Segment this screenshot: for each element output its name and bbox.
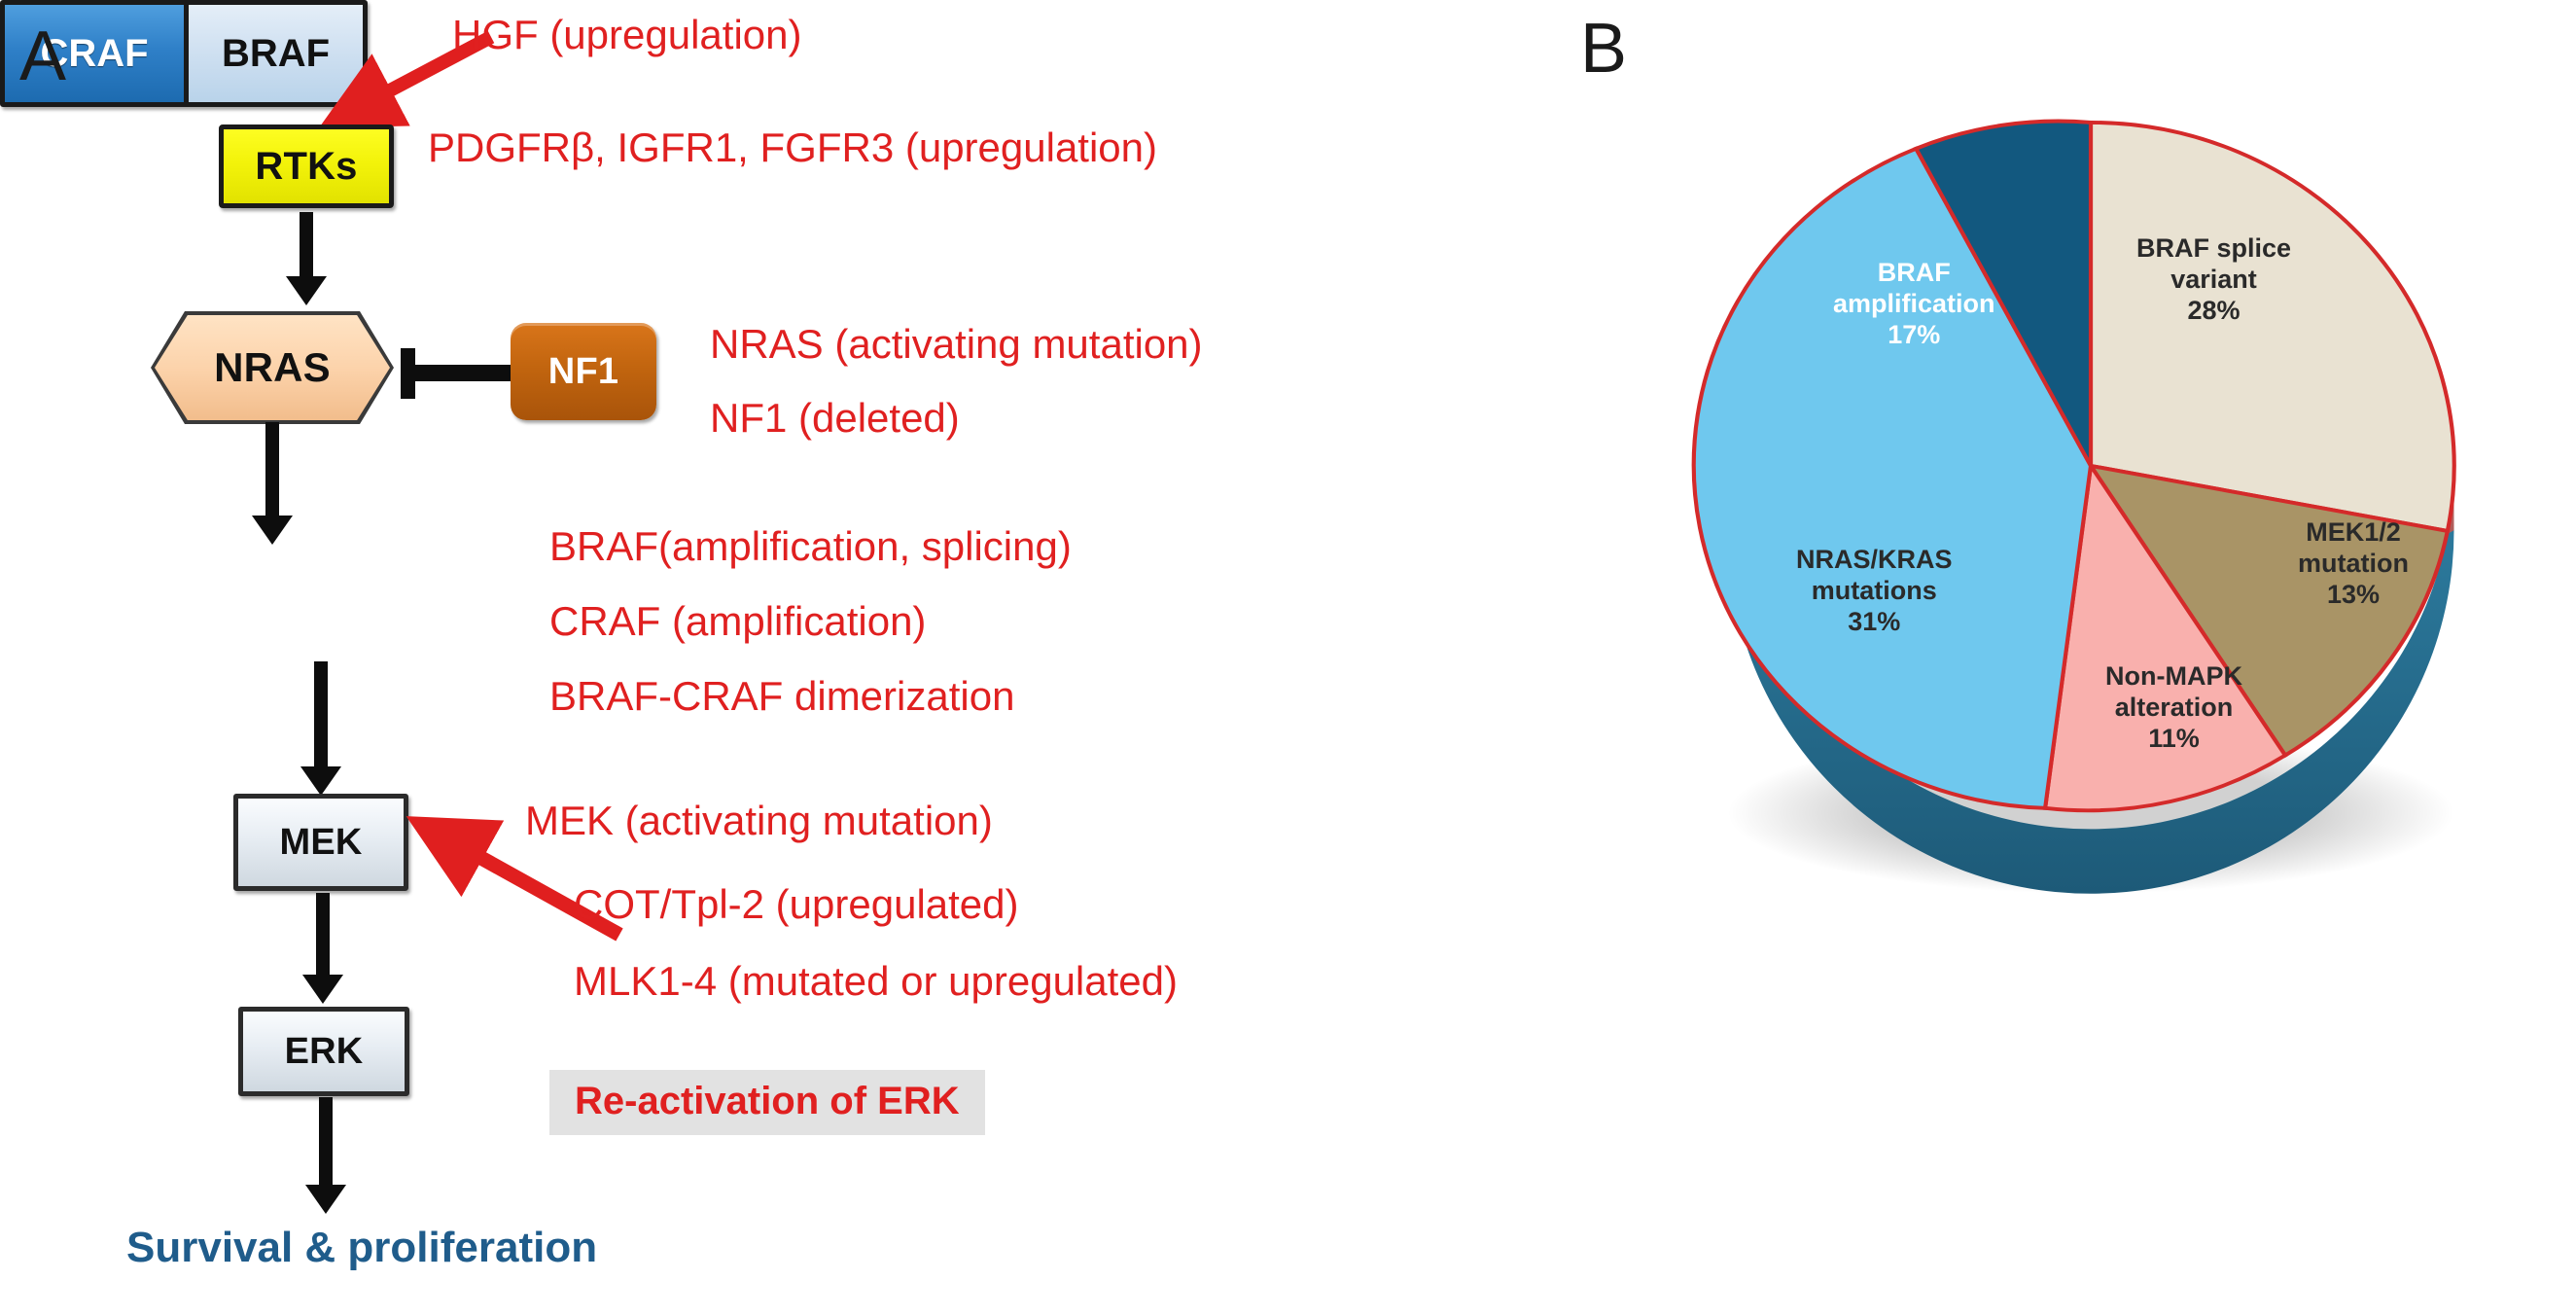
pie-label-line1: MEK1/2 bbox=[2306, 517, 2401, 547]
mek-red-arrow bbox=[406, 816, 623, 942]
pie-label-braf-splice-variant: BRAF splice variant 28% bbox=[2136, 233, 2291, 327]
pie-top-face bbox=[1691, 119, 2456, 813]
annotation-nras-mutation: NRAS (activating mutation) bbox=[710, 321, 1203, 367]
annotation-braf-craf-dimerization: BRAF-CRAF dimerization bbox=[549, 673, 1015, 719]
pie-label-line2: variant bbox=[2170, 264, 2257, 294]
annotation-rtk-genes: PDGFRβ, IGFR1, FGFR3 (upregulation) bbox=[428, 124, 1158, 170]
hgf-red-arrow bbox=[318, 30, 495, 128]
node-rtks[interactable]: RTKs bbox=[219, 124, 394, 208]
panel-b-letter: B bbox=[1580, 10, 1628, 88]
pie-label-mek12-mutation: MEK1/2 mutation 13% bbox=[2298, 517, 2409, 611]
arrow-erk-to-survival bbox=[280, 1097, 371, 1224]
pie-label-line2: mutations bbox=[1811, 575, 1937, 605]
pie-label-line2: alteration bbox=[2114, 692, 2234, 722]
node-erk[interactable]: ERK bbox=[238, 1007, 409, 1096]
pie-label-line2: amplification bbox=[1833, 288, 1995, 318]
pie-chart: BRAF splice variant 28% MEK1/2 mutation … bbox=[1687, 58, 2494, 934]
node-craf-braf[interactable]: CRAF BRAF bbox=[0, 0, 368, 107]
pie-label-line1: BRAF splice bbox=[2136, 233, 2292, 263]
node-craf-label: CRAF bbox=[5, 5, 189, 102]
pie-slice-braf-amplification[interactable] bbox=[1913, 119, 2094, 467]
annotation-braf-amplification: BRAF(amplification, splicing) bbox=[549, 523, 1072, 569]
pie-label-braf-amplification: BRAF amplification 17% bbox=[1833, 258, 1995, 351]
pie-label-pct: 28% bbox=[2187, 295, 2241, 325]
pie-side-left bbox=[1727, 465, 2454, 894]
annotation-nf1-deleted: NF1 (deleted) bbox=[710, 395, 960, 441]
pie-label-line1: Non-MAPK bbox=[2105, 661, 2242, 691]
pie-label-line1: NRAS/KRAS bbox=[1796, 545, 1953, 574]
inhibition-connector-nf1-nras bbox=[401, 348, 515, 399]
pie-label-line1: BRAF bbox=[1877, 258, 1951, 287]
pie-label-pct: 13% bbox=[2326, 579, 2381, 609]
arrow-rtks-to-nras bbox=[261, 212, 352, 307]
arrow-nras-to-raf bbox=[227, 422, 318, 549]
annotation-hgf: HGF (upregulation) bbox=[452, 12, 802, 57]
node-mek[interactable]: MEK bbox=[233, 794, 408, 891]
pie-label-pct: 31% bbox=[1848, 606, 1901, 636]
pie-label-nras-kras-mutations: NRAS/KRAS mutations 31% bbox=[1796, 545, 1953, 638]
pie-slice-mek12-mutation[interactable] bbox=[2086, 463, 2451, 759]
pie-chart-svg bbox=[1691, 119, 2456, 894]
pie-slice-non-mapk-alteration[interactable] bbox=[2042, 460, 2288, 813]
reactivation-of-erk-label: Re-activation of ERK bbox=[549, 1070, 985, 1135]
pie-label-pct: 17% bbox=[1888, 319, 1941, 349]
node-braf-label: BRAF bbox=[189, 5, 363, 102]
annotation-mek-mutation: MEK (activating mutation) bbox=[525, 798, 993, 843]
node-nf1[interactable]: NF1 bbox=[511, 323, 656, 420]
arrow-mek-to-erk bbox=[277, 893, 369, 1008]
arrow-raf-to-mek bbox=[275, 661, 367, 802]
node-nras[interactable]: NRAS bbox=[155, 315, 390, 420]
pie-label-non-mapk-alteration: Non-MAPK alteration 11% bbox=[2105, 661, 2242, 755]
annotation-craf-amplification: CRAF (amplification) bbox=[549, 598, 927, 644]
annotation-mlk1-4: MLK1-4 (mutated or upregulated) bbox=[574, 958, 1178, 1004]
pie-label-line2: mutation bbox=[2298, 548, 2409, 578]
annotation-cot-tpl2: COT/Tpl-2 (upregulated) bbox=[574, 881, 1019, 927]
pie-slice-nras-kras-mutations[interactable] bbox=[1691, 146, 2094, 810]
panel-a-letter: A bbox=[19, 18, 67, 95]
pie-label-pct: 11% bbox=[2148, 723, 2200, 753]
survival-proliferation-label: Survival & proliferation bbox=[126, 1224, 598, 1271]
pie-slice-braf-splice-variant[interactable] bbox=[2088, 120, 2456, 534]
